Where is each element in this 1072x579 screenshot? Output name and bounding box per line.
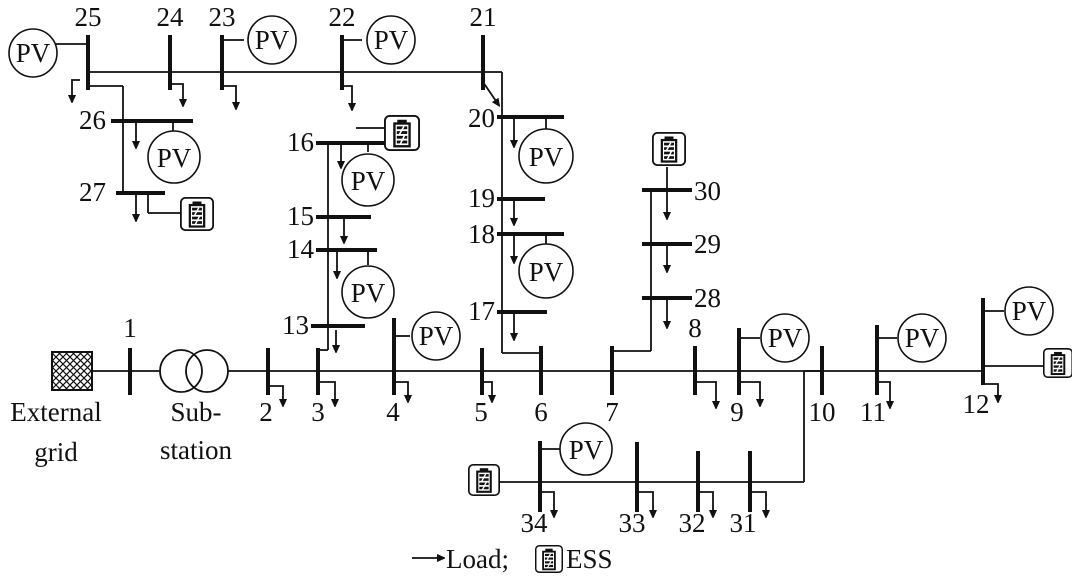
bus-label-30: 30 (694, 176, 721, 206)
pv-unit: PV (147, 130, 201, 184)
pv-label: PV (529, 257, 564, 287)
legend: Load; ESS (412, 544, 613, 574)
bus-labels: 1 2 3 4 5 6 7 8 9 10 11 12 13 14 15 16 1… (75, 2, 990, 538)
bus-label-5: 5 (474, 397, 488, 427)
bus-label-22: 22 (329, 2, 356, 32)
bus-label-7: 7 (605, 397, 619, 427)
pv-unit: PV (8, 28, 58, 78)
bus-label-26: 26 (79, 105, 106, 135)
pv-label: PV (905, 323, 940, 353)
pv-unit: PV (518, 243, 574, 299)
bus-label-33: 33 (619, 508, 646, 538)
substation-label-line2: station (160, 435, 232, 465)
bus-label-32: 32 (679, 508, 706, 538)
ess-battery-icon (652, 131, 686, 167)
pv-label: PV (374, 25, 409, 55)
bus-label-24: 24 (157, 2, 185, 32)
bus-label-12: 12 (963, 389, 990, 419)
external-grid-icon (51, 351, 93, 391)
legend-load-label: Load; (446, 544, 509, 574)
bus-label-8: 8 (688, 313, 702, 343)
ess-battery-icon (180, 197, 214, 231)
pv-label: PV (768, 323, 803, 353)
bus-label-14: 14 (287, 234, 315, 264)
bus-label-2: 2 (259, 397, 273, 427)
pv-label: PV (529, 142, 564, 172)
bus-label-27: 27 (79, 177, 106, 207)
bus-label-17: 17 (468, 296, 495, 326)
bus-label-13: 13 (282, 310, 309, 340)
bus-bars (86, 35, 985, 512)
bus-label-23: 23 (209, 2, 236, 32)
pv-unit: PV (366, 15, 416, 65)
pv-unit: PV (760, 313, 810, 363)
ess-battery-icon (384, 115, 420, 151)
pv-label: PV (16, 38, 51, 68)
substation-label-line1: Sub- (170, 397, 221, 427)
bus-label-20: 20 (468, 103, 495, 133)
pv-unit: PV (1004, 286, 1054, 336)
bus-label-9: 9 (730, 397, 744, 427)
pv-unit: PV (897, 313, 947, 363)
bus-label-4: 4 (386, 397, 400, 427)
pv-unit: PV (341, 153, 395, 207)
bus-label-15: 15 (287, 201, 314, 231)
pv-label: PV (351, 278, 386, 308)
transformer-icon (159, 349, 229, 393)
pv-label: PV (157, 143, 192, 173)
pv-unit: PV (247, 15, 297, 65)
bus-label-18: 18 (468, 219, 495, 249)
bus-label-10: 10 (809, 397, 836, 427)
bus-label-19: 19 (468, 183, 495, 213)
bus-label-31: 31 (730, 508, 757, 538)
bus-label-11: 11 (860, 397, 886, 427)
ess-battery-icon (1043, 347, 1072, 379)
pv-unit: PV (518, 128, 574, 184)
bus-label-6: 6 (534, 397, 548, 427)
bus-label-1: 1 (123, 313, 137, 343)
bus-label-16: 16 (287, 127, 314, 157)
external-grid-label-line2: grid (34, 437, 78, 467)
pv-unit: PV (559, 422, 613, 476)
bus-label-34: 34 (521, 508, 549, 538)
bus-label-29: 29 (694, 229, 721, 259)
pv-label: PV (419, 321, 454, 351)
bus-label-28: 28 (694, 283, 721, 313)
external-grid-label-line1: External (10, 397, 101, 427)
network-lines (56, 39, 1043, 483)
bus-label-3: 3 (311, 397, 325, 427)
pv-unit: PV (341, 265, 395, 319)
pv-label: PV (255, 25, 290, 55)
pv-label: PV (1012, 296, 1047, 326)
load-arrows (72, 79, 998, 515)
pv-label: PV (569, 435, 604, 465)
ess-battery-icon (468, 463, 500, 497)
bus-label-25: 25 (75, 2, 102, 32)
ess-icon (535, 544, 563, 574)
pv-label: PV (351, 166, 386, 196)
legend-ess-label: ESS (566, 544, 613, 574)
pv-unit: PV (411, 311, 461, 361)
bus-label-21: 21 (470, 2, 497, 32)
